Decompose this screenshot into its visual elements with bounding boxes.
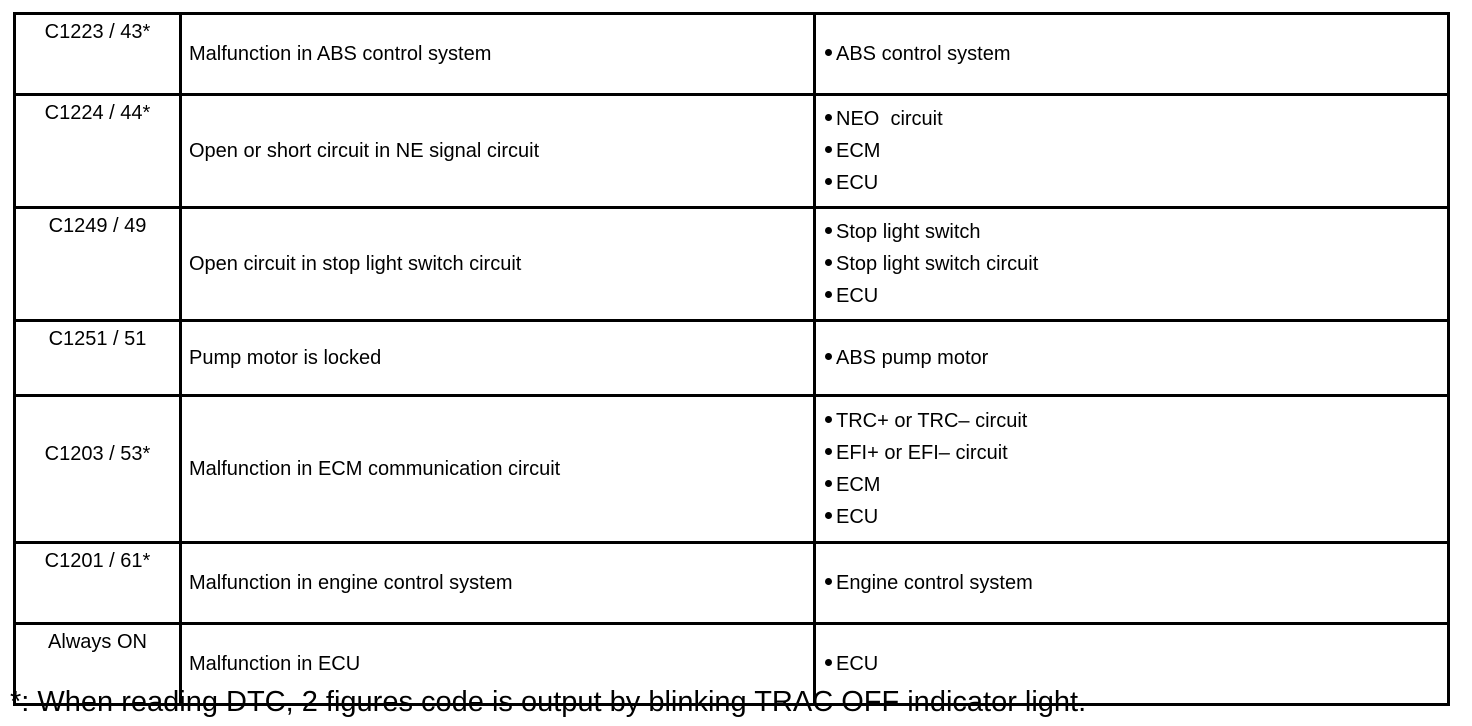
trouble-area-item: Stop light switch [825,216,1447,248]
description-text: Pump motor is locked [189,347,382,369]
trouble-area-item: ECU [825,167,1447,199]
trouble-area-text: ECU [836,653,879,675]
trouble-area-text: ABS pump motor [836,347,989,369]
trouble-area-text: Engine control system [836,572,1033,594]
description-text: Open circuit in stop light switch circui… [189,253,522,275]
bullet-icon [825,114,832,122]
dtc-code: C1249 / 49 [48,215,147,237]
trouble-area-item: ECM [825,469,1447,501]
bullet-icon [825,416,832,424]
dtc-code: C1201 / 61* [44,550,151,572]
bullet-icon [825,146,832,154]
dtc-table: C1223 / 43* Malfunction in ABS control s… [13,12,1450,706]
trouble-area-item: ECU [825,280,1447,312]
description-text: Malfunction in engine control system [189,572,513,594]
description-cell: Open circuit in stop light switch circui… [179,206,816,322]
description-text: Malfunction in ABS control system [189,43,492,65]
trouble-area-text: ECU [836,506,879,528]
trouble-area-item: ECU [825,501,1447,533]
dtc-code-cell: Always ON [13,622,182,706]
trouble-area-text: ECU [836,172,879,194]
trouble-area-item: EFI+ or EFI– circuit [825,437,1447,469]
bullet-icon [825,659,832,667]
table-row: C1249 / 49 Open circuit in stop light sw… [13,206,1450,322]
description-cell: Malfunction in ABS control system [179,12,816,96]
dtc-code-cell: C1201 / 61* [13,541,182,625]
trouble-area-item: ECM [825,135,1447,167]
trouble-area-cell: ECU [813,622,1450,706]
description-cell: Malfunction in ECM communication circuit [179,394,816,544]
bullet-icon [825,578,832,586]
table-row: C1201 / 61* Malfunction in engine contro… [13,541,1450,625]
trouble-area-cell: TRC+ or TRC– circuit EFI+ or EFI– circui… [813,394,1450,544]
dtc-code: C1203 / 53* [44,443,151,465]
description-cell: Open or short circuit in NE signal circu… [179,93,816,209]
table-row: C1224 / 44* Open or short circuit in NE … [13,93,1450,209]
description-text: Malfunction in ECM communication circuit [189,458,561,480]
trouble-area-text: EFI+ or EFI– circuit [836,442,1008,464]
bullet-icon [825,227,832,235]
description-cell: Malfunction in ECU [179,622,816,706]
description-text: Open or short circuit in NE signal circu… [189,140,540,162]
trouble-area-text: ECM [836,474,881,496]
trouble-area-item: TRC+ or TRC– circuit [825,405,1447,437]
dtc-code-cell: C1249 / 49 [13,206,182,322]
trouble-area-item: ABS control system [825,38,1447,70]
bullet-icon [825,259,832,267]
bullet-icon [825,480,832,488]
table-row: C1251 / 51 Pump motor is locked ABS pump… [13,319,1450,397]
trouble-area-text: ECU [836,285,879,307]
table-row: C1203 / 53* Malfunction in ECM communica… [13,394,1450,544]
bullet-icon [825,448,832,456]
trouble-area-text: Stop light switch circuit [836,253,1039,275]
trouble-area-text: NEO circuit [836,108,943,130]
trouble-area-text: Stop light switch [836,221,981,243]
trouble-area-item: NEO circuit [825,103,1447,135]
description-cell: Pump motor is locked [179,319,816,397]
trouble-area-cell: Stop light switch Stop light switch circ… [813,206,1450,322]
trouble-area-item: Stop light switch circuit [825,248,1447,280]
trouble-area-text: TRC+ or TRC– circuit [836,410,1028,432]
trouble-area-cell: ABS pump motor [813,319,1450,397]
trouble-area-item: ECU [825,648,1447,680]
dtc-code: C1223 / 43* [44,21,151,43]
table-row: Always ON Malfunction in ECU ECU [13,622,1450,706]
dtc-code-cell: C1203 / 53* [13,394,182,544]
dtc-code-cell: C1224 / 44* [13,93,182,209]
dtc-code-cell: C1223 / 43* [13,12,182,96]
trouble-area-text: ABS control system [836,43,1011,65]
trouble-area-item: ABS pump motor [825,342,1447,374]
dtc-code: C1251 / 51 [48,328,147,350]
description-cell: Malfunction in engine control system [179,541,816,625]
trouble-area-text: ECM [836,140,881,162]
bullet-icon [825,353,832,361]
description-text: Malfunction in ECU [189,653,361,675]
footnote: *: When reading DTC, 2 figures code is o… [10,686,1087,718]
dtc-code-cell: C1251 / 51 [13,319,182,397]
trouble-area-cell: Engine control system [813,541,1450,625]
bullet-icon [825,49,832,57]
trouble-area-cell: NEO circuit ECM ECU [813,93,1450,209]
trouble-area-cell: ABS control system [813,12,1450,96]
dtc-code: Always ON [48,631,147,653]
bullet-icon [825,178,832,186]
bullet-icon [825,512,832,520]
table-row: C1223 / 43* Malfunction in ABS control s… [13,12,1450,96]
trouble-area-item: Engine control system [825,567,1447,599]
bullet-icon [825,291,832,299]
dtc-code: C1224 / 44* [44,102,151,124]
